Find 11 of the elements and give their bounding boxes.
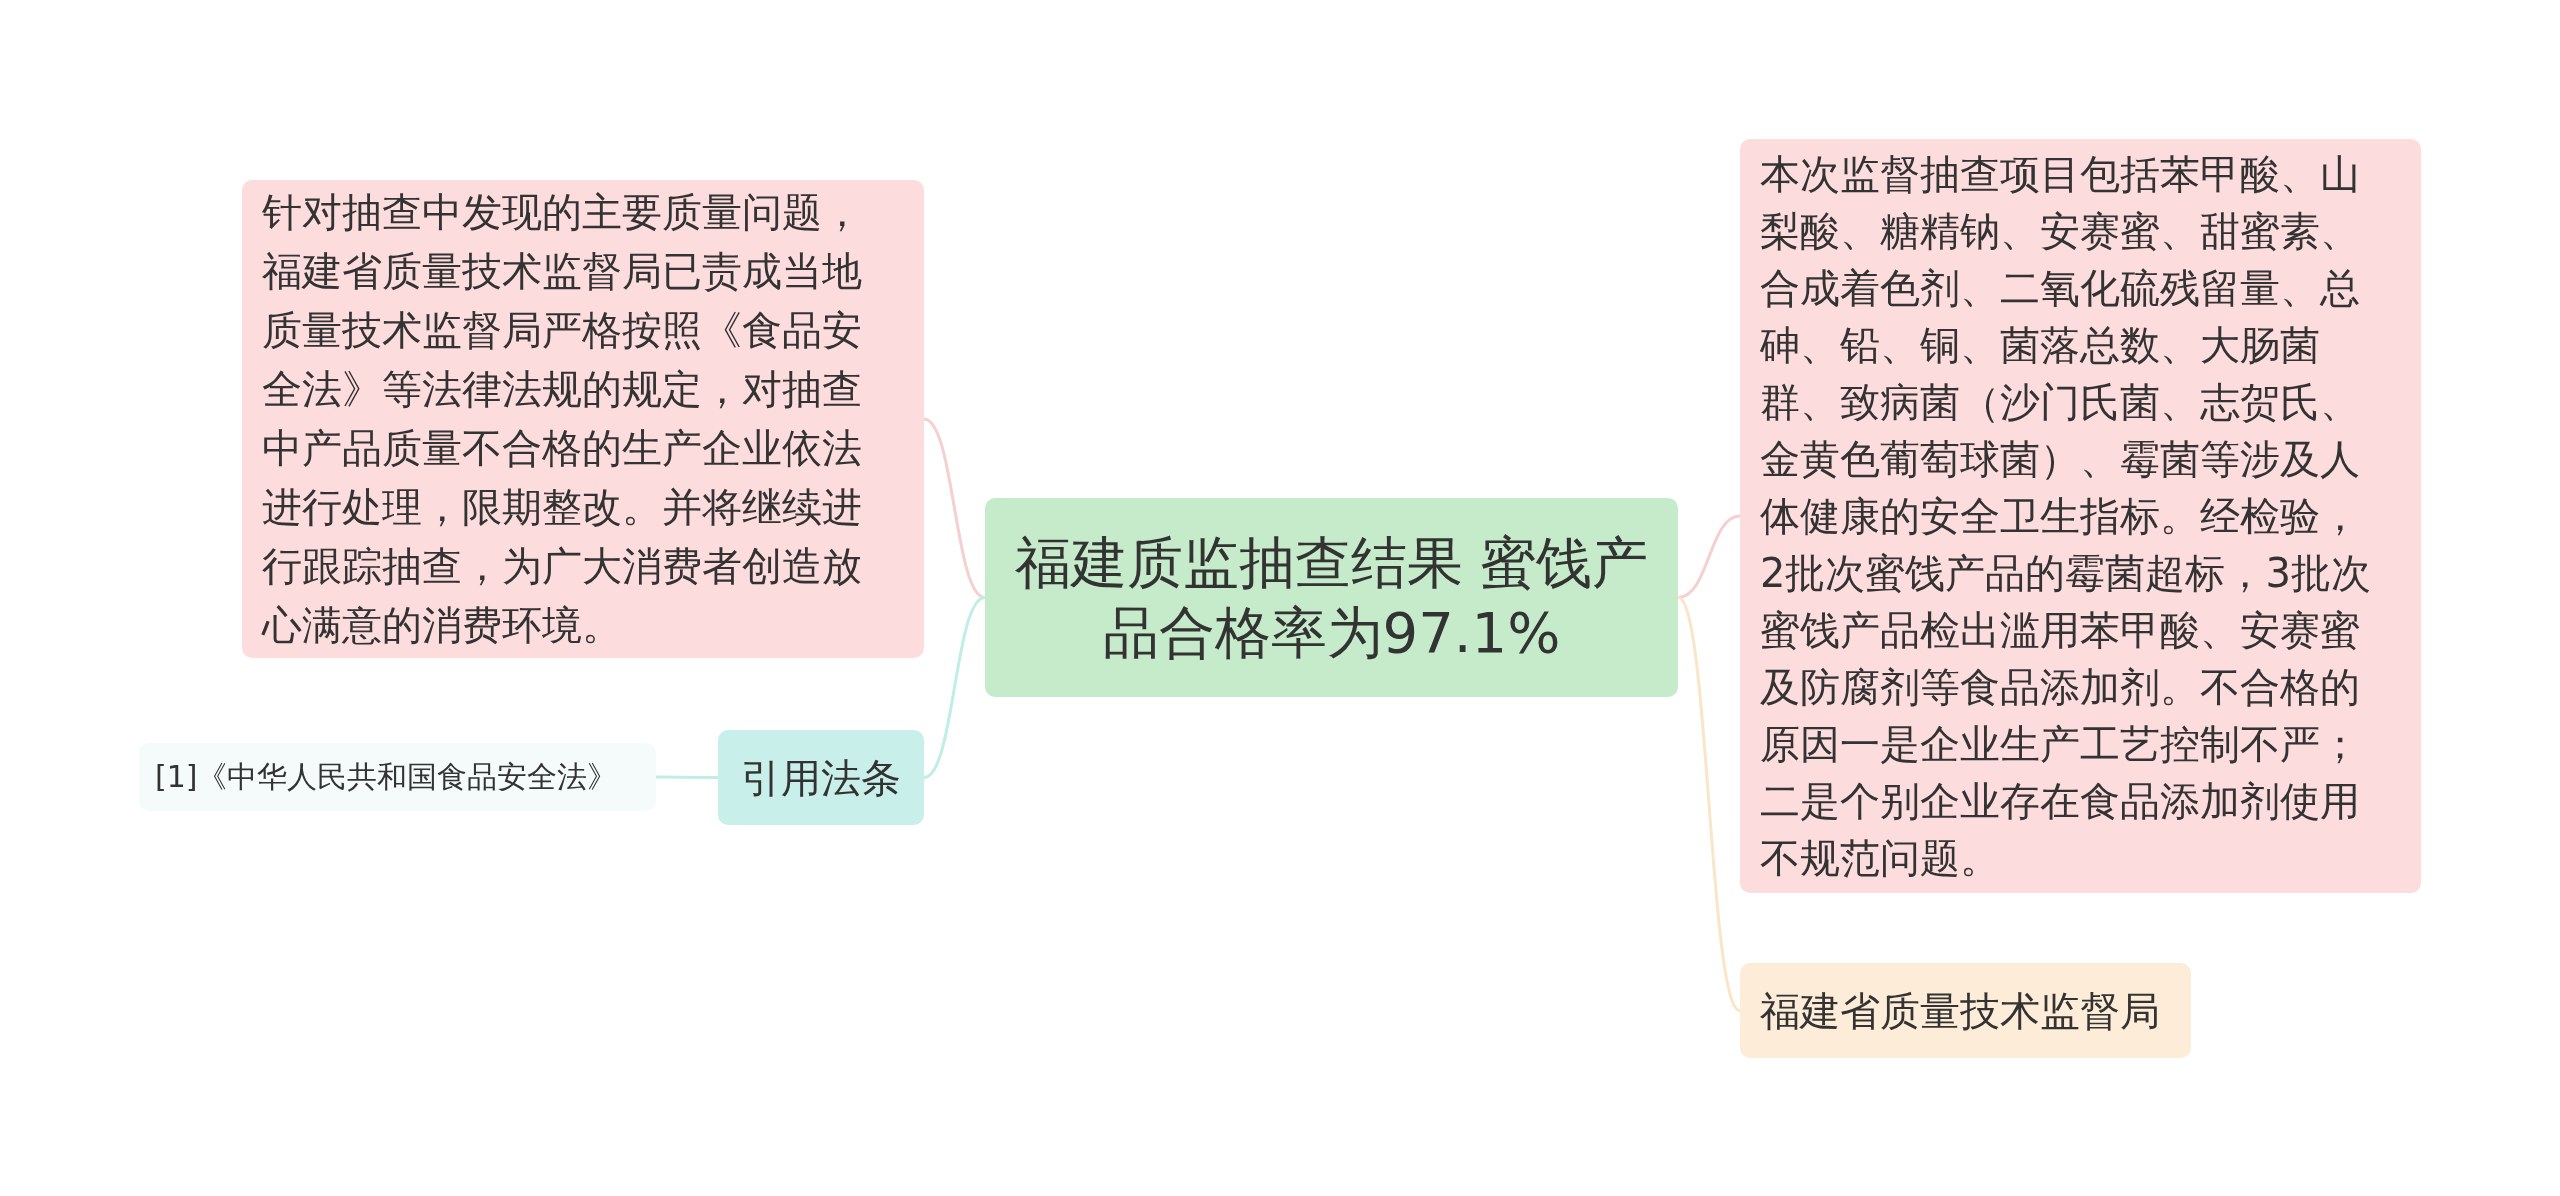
text-box: 针对抽查中发现的主要质量问题，福建省质量技术监督局已责成当地质量技术监督局严格按照《食品安全法》等法律法规的规定，对抽查中产品质量不合格的生产企业依法进行处理，限期整改。并将继续进行跟踪抽查，为广大消费者创造放心满意的消费环境。	[242, 180, 924, 658]
connector-line	[1676, 596, 1742, 1012]
citation-box: [1]《中华人民共和国食品安全法》	[139, 743, 656, 811]
topic-box: 福建质监抽查结果 蜜饯产品合格率为97.1%	[985, 498, 1678, 697]
connector-line	[923, 596, 986, 779]
branch-box: 引用法条	[718, 730, 924, 825]
text-box: 本次监督抽查项目包括苯甲酸、山梨酸、糖精钠、安赛蜜、甜蜜素、合成着色剂、二氧化硫残留量、总砷、铅、铜、菌落总数、大肠菌群、致病菌（沙门氏菌、志贺氏、金黄色葡萄球菌）、霉菌等涉及人体健康的安全卫生指标。经检验，2批次蜜饯产品的霉菌超标，3批次蜜饯产品检出滥用苯甲酸、安赛蜜及防腐剂等食品添加剂。不合格的原因一是企业生产工艺控制不严；二是个别企业存在食品添加剂使用不规范问题。	[1740, 139, 2421, 893]
connector-line	[656, 775, 718, 779]
text-box: 福建省质量技术监督局	[1740, 963, 2191, 1058]
connector-line	[923, 417, 986, 599]
connector-line	[1677, 514, 1741, 599]
